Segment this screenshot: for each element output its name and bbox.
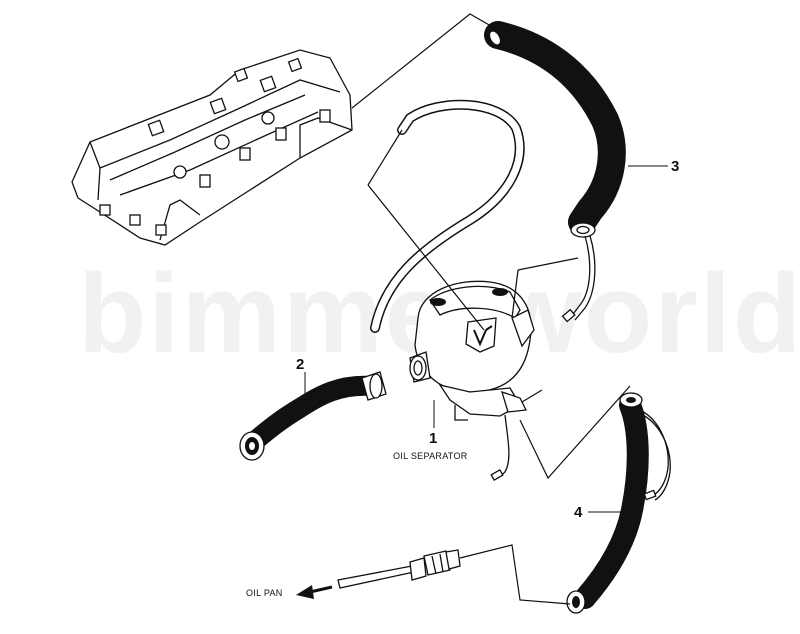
label-part-4: 4 bbox=[574, 504, 583, 521]
hose-4 bbox=[566, 392, 671, 614]
label-part-2: 2 bbox=[296, 356, 304, 373]
valve-cover bbox=[71, 49, 353, 246]
connection-lines bbox=[304, 13, 668, 605]
oil-pan-arrow bbox=[296, 585, 333, 599]
hose-3 bbox=[484, 21, 626, 323]
breather-tube bbox=[370, 99, 525, 333]
oil-separator bbox=[409, 280, 535, 481]
label-oil-separator: OIL SEPARATOR bbox=[393, 451, 468, 461]
label-oil-pan: OIL PAN bbox=[246, 588, 283, 598]
label-part-3: 3 bbox=[671, 158, 679, 175]
hose-2 bbox=[239, 371, 387, 461]
label-part-1: 1 bbox=[429, 430, 437, 447]
dipstick-tube bbox=[337, 549, 461, 589]
